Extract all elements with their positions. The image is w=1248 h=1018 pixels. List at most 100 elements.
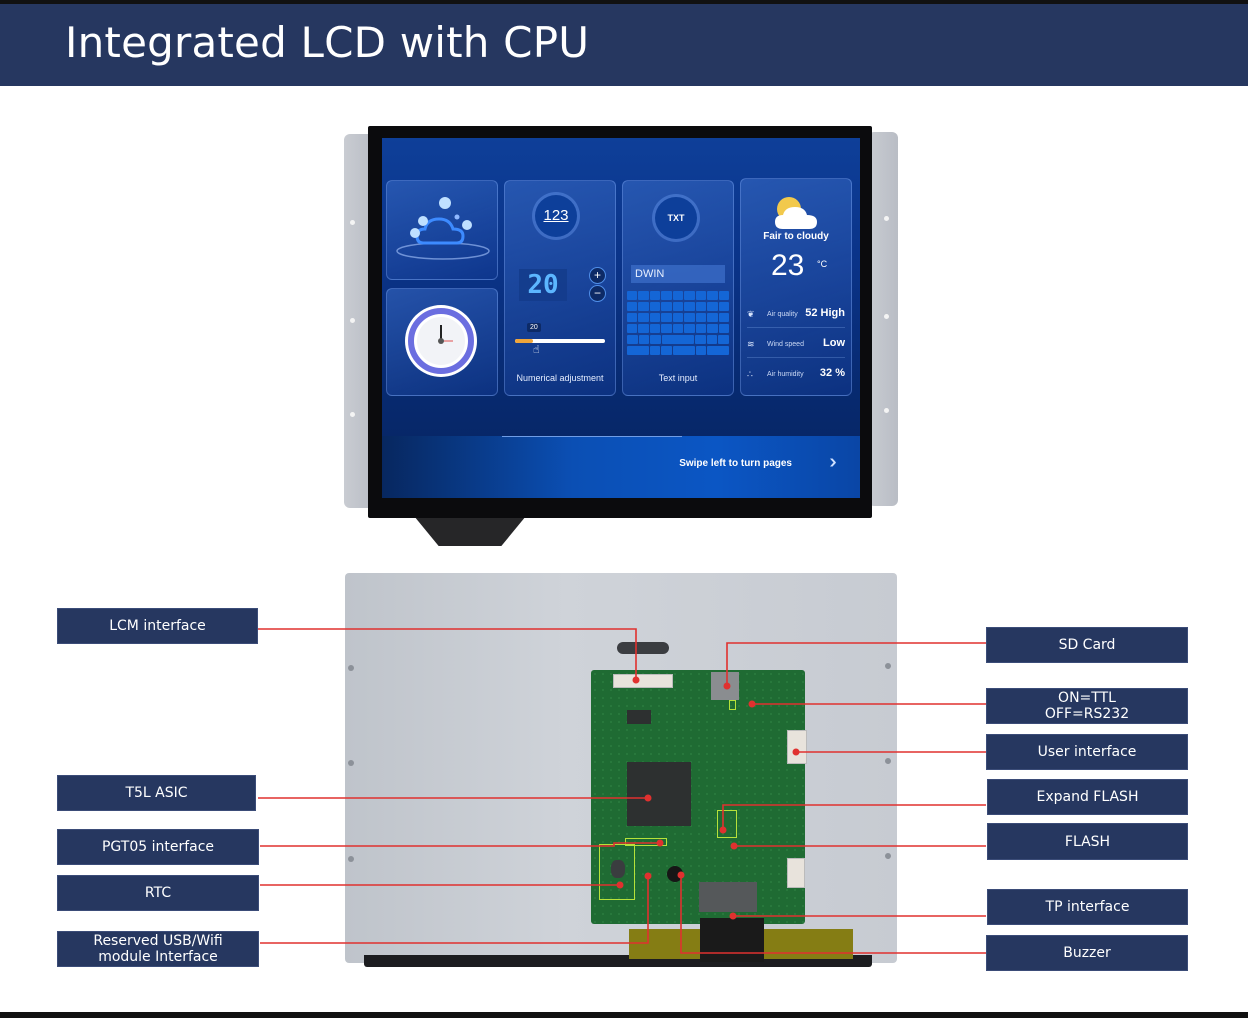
keyboard-key[interactable] bbox=[684, 291, 695, 300]
cloud-card[interactable] bbox=[386, 180, 498, 280]
top-border bbox=[0, 0, 1248, 4]
keyboard-key[interactable] bbox=[684, 313, 695, 322]
numerical-adjustment-label: Numerical adjustment bbox=[516, 373, 604, 383]
keyboard-key[interactable] bbox=[695, 291, 707, 300]
clock-card[interactable] bbox=[386, 288, 498, 396]
keyboard-key[interactable] bbox=[638, 335, 650, 344]
keyboard-key[interactable] bbox=[695, 346, 707, 355]
keyboard-space-key[interactable] bbox=[662, 335, 695, 344]
divider bbox=[747, 327, 845, 328]
rtc-highlight bbox=[599, 844, 635, 900]
keyboard-key[interactable] bbox=[718, 335, 730, 344]
weather-card[interactable]: Fair to cloudy 23 °C ❦ Air quality 52 Hi… bbox=[740, 178, 852, 396]
keyboard-key[interactable] bbox=[661, 291, 672, 300]
value-slider[interactable] bbox=[515, 339, 605, 343]
screw-hole bbox=[884, 314, 889, 319]
wind-speed-value: Low bbox=[823, 337, 845, 349]
screw-hole bbox=[884, 216, 889, 221]
callout-lcm-interface: LCM interface bbox=[57, 608, 258, 644]
keyboard-key[interactable] bbox=[638, 302, 649, 311]
partly-cloudy-icon bbox=[775, 197, 817, 229]
txt-file-icon: TXT bbox=[655, 197, 697, 239]
keyboard-key[interactable] bbox=[650, 335, 662, 344]
text-input-card[interactable]: TXT DWIN Text input bbox=[622, 180, 734, 396]
keyboard-key[interactable] bbox=[638, 324, 649, 333]
lcm-cable-slot bbox=[617, 642, 669, 654]
leader-sd bbox=[726, 642, 986, 686]
increment-button[interactable]: + bbox=[589, 267, 606, 284]
keyboard-key[interactable] bbox=[672, 302, 684, 311]
on-screen-keyboard[interactable] bbox=[627, 291, 730, 357]
keyboard-key[interactable] bbox=[649, 291, 661, 300]
anchor-dot bbox=[729, 912, 737, 920]
keyboard-key[interactable] bbox=[627, 302, 638, 311]
keyboard-key[interactable] bbox=[627, 324, 638, 333]
rtc-battery bbox=[611, 860, 625, 878]
keyboard-key[interactable] bbox=[718, 313, 729, 322]
swipe-hint: Swipe left to turn pages bbox=[679, 458, 792, 469]
keyboard-key[interactable] bbox=[627, 313, 638, 322]
anchor-dot bbox=[748, 700, 756, 708]
keyboard-key[interactable] bbox=[649, 302, 661, 311]
text-input-field[interactable]: DWIN bbox=[631, 265, 725, 283]
keyboard-key[interactable] bbox=[672, 313, 684, 322]
keyboard-key[interactable] bbox=[661, 313, 672, 322]
pcb-board bbox=[591, 670, 807, 924]
ttl-switch-highlight bbox=[729, 700, 736, 710]
screw-hole bbox=[885, 663, 891, 669]
keyboard-key[interactable] bbox=[695, 324, 707, 333]
keyboard-key[interactable] bbox=[627, 291, 638, 300]
decrement-button[interactable]: − bbox=[589, 285, 606, 302]
keyboard-key[interactable] bbox=[718, 302, 729, 311]
keyboard-enter-key[interactable] bbox=[707, 346, 730, 355]
keyboard-key[interactable] bbox=[661, 346, 673, 355]
slider-fill bbox=[515, 339, 533, 343]
text-input-label: Text input bbox=[658, 373, 698, 383]
wind-speed-row: ≋ Wind speed Low bbox=[747, 335, 845, 355]
keyboard-key[interactable] bbox=[707, 302, 718, 311]
screw-hole bbox=[348, 665, 354, 671]
keyboard-key[interactable] bbox=[649, 324, 661, 333]
buzzer-component bbox=[667, 866, 683, 882]
callout-flash: FLASH bbox=[987, 823, 1188, 860]
keyboard-key[interactable] bbox=[718, 291, 729, 300]
callout-pgt05-interface: PGT05 interface bbox=[57, 829, 259, 865]
keyboard-key[interactable] bbox=[649, 346, 661, 355]
aux-connector bbox=[787, 858, 805, 888]
anchor-dot bbox=[723, 682, 731, 690]
dots-icon: ∴ bbox=[747, 369, 753, 379]
lcm-connector bbox=[613, 674, 673, 688]
keyboard-key[interactable] bbox=[718, 324, 729, 333]
temperature-value: 23 bbox=[771, 249, 805, 282]
keyboard-key[interactable] bbox=[649, 313, 661, 322]
air-quality-label: Air quality bbox=[767, 311, 798, 318]
keyboard-key[interactable] bbox=[695, 313, 707, 322]
keyboard-key[interactable] bbox=[661, 302, 672, 311]
anchor-dot bbox=[632, 676, 640, 684]
keyboard-key[interactable] bbox=[672, 291, 684, 300]
keyboard-key[interactable] bbox=[672, 324, 684, 333]
keyboard-key[interactable] bbox=[695, 302, 707, 311]
keyboard-key[interactable] bbox=[684, 302, 695, 311]
screw-hole bbox=[350, 318, 355, 323]
keyboard-key[interactable] bbox=[684, 324, 695, 333]
keyboard-key[interactable] bbox=[638, 291, 649, 300]
keyboard-key[interactable] bbox=[627, 335, 638, 344]
numerical-adjustment-card[interactable]: 123 20 + − 20 ☝ Numerical adjustment bbox=[504, 180, 616, 396]
leader-expflash bbox=[722, 804, 986, 830]
keyboard-caps-key[interactable] bbox=[627, 346, 649, 355]
keyboard-key[interactable] bbox=[673, 346, 695, 355]
keyboard-key[interactable] bbox=[707, 324, 718, 333]
keyboard-key[interactable] bbox=[695, 335, 706, 344]
right-mounting-bracket bbox=[868, 132, 898, 506]
anchor-dot bbox=[730, 842, 738, 850]
keyboard-key[interactable] bbox=[638, 313, 649, 322]
keyboard-key[interactable] bbox=[707, 313, 718, 322]
numeric-icon: 123 bbox=[535, 195, 577, 237]
keyboard-key[interactable] bbox=[707, 291, 718, 300]
screw-hole bbox=[348, 760, 354, 766]
keyboard-key[interactable] bbox=[706, 335, 718, 344]
screen-footer: Swipe left to turn pages ››› bbox=[382, 436, 860, 498]
screw-hole bbox=[884, 408, 889, 413]
keyboard-key[interactable] bbox=[661, 324, 672, 333]
